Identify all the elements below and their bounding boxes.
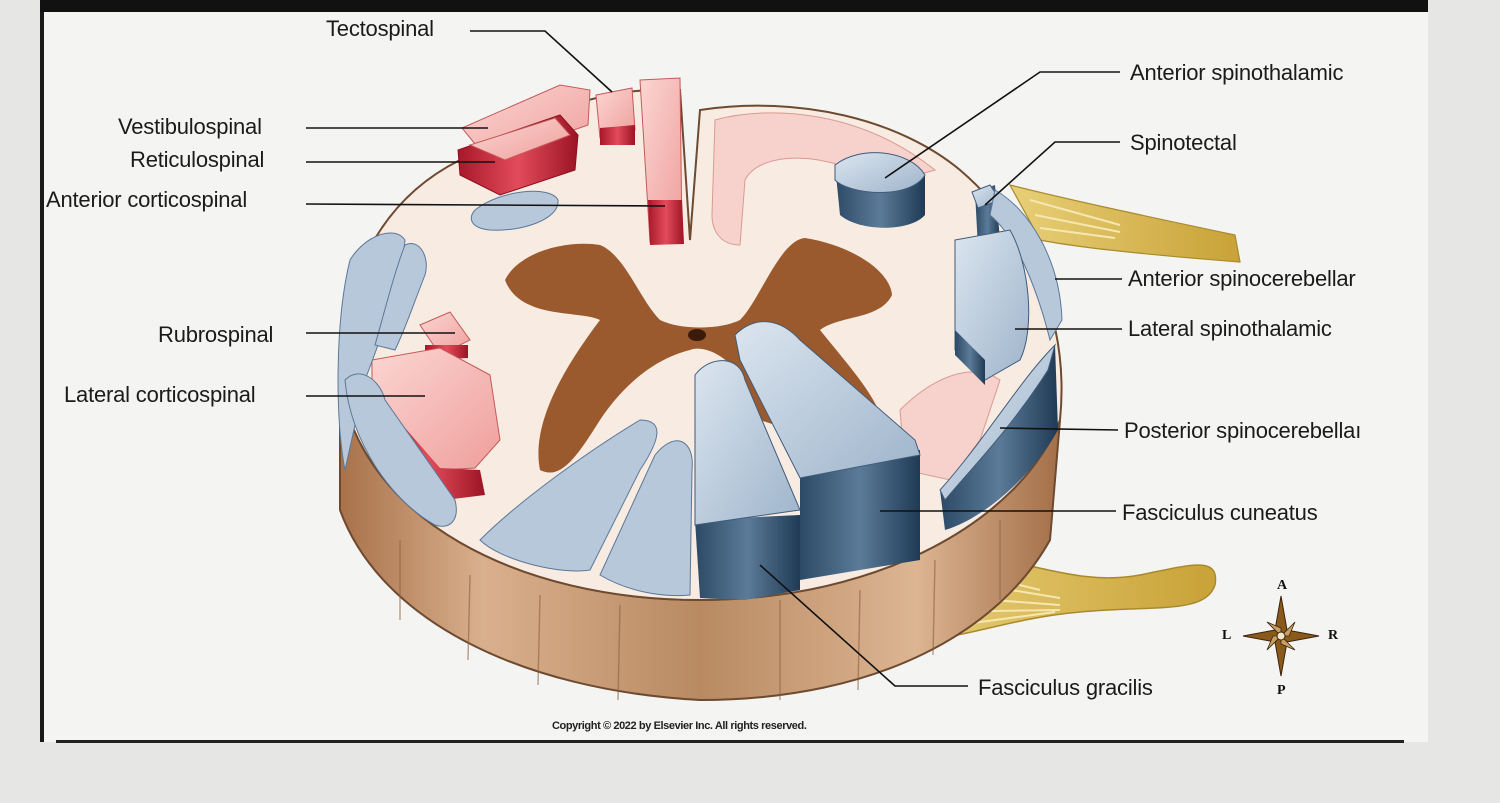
tract-fasciculus-gracilis — [694, 360, 801, 600]
tract-left-lateral-pale-blue-2 — [374, 243, 427, 351]
tract-left-posterolateral-pale-blue — [344, 373, 457, 527]
leader-lines — [305, 30, 1122, 687]
compass-posterior-label: P — [1277, 683, 1286, 698]
label-spinotectal: Spinotectal — [1130, 130, 1237, 155]
label-vestibulospinal: Vestibulospinal — [118, 114, 262, 139]
label-fasciculus-cuneatus: Fasciculus cuneatus — [1122, 500, 1318, 525]
label-lateral-spinothalamic: Lateral spinothalamic — [1128, 316, 1332, 341]
ventral-nerve-root — [1008, 184, 1241, 263]
label-lateral-corticospinal: Lateral corticospinal — [64, 382, 256, 407]
label-anterior-spinocerebellar: Anterior spinocerebellar — [1128, 266, 1356, 291]
label-rubrospinal: Rubrospinal — [158, 322, 274, 347]
compass-right-label: R — [1328, 628, 1339, 643]
label-tectospinal: Tectospinal — [326, 16, 434, 41]
label-anterior-spinothalamic: Anterior spinothalamic — [1130, 60, 1344, 85]
compass-anterior-label: A — [1277, 578, 1288, 593]
slide-left-border — [40, 12, 44, 742]
tract-posterior-spinocerebellar — [939, 343, 1058, 530]
label-reticulospinal: Reticulospinal — [130, 147, 265, 172]
tract-posterior-pale-wedge-1 — [479, 419, 658, 572]
compass-left-label: L — [1222, 628, 1232, 643]
tract-anterior-pale-blue — [470, 190, 559, 231]
slide-bottom-border — [56, 740, 1404, 743]
label-posterior-spinocerebellar: Posterior spinocerebellaı — [1124, 418, 1362, 443]
copyright-notice: Copyright © 2022 by Elsevier Inc. All ri… — [552, 720, 807, 732]
label-anterior-corticospinal: Anterior corticospinal — [46, 187, 248, 212]
tract-tectospinal — [595, 87, 636, 145]
slide-top-border — [40, 0, 1428, 12]
tract-reticulospinal — [457, 114, 579, 196]
tract-fasciculus-cuneatus — [734, 321, 921, 580]
tract-lateral-spinothalamic — [954, 229, 1030, 385]
central-canal — [688, 329, 706, 341]
label-fasciculus-gracilis: Fasciculus gracilis — [978, 675, 1153, 700]
tract-anterior-corticospinal — [639, 77, 684, 245]
compass-icon — [1242, 595, 1320, 677]
tract-posterior-pale-wedge-2 — [599, 440, 693, 597]
tract-anterior-spinothalamic — [834, 152, 926, 228]
